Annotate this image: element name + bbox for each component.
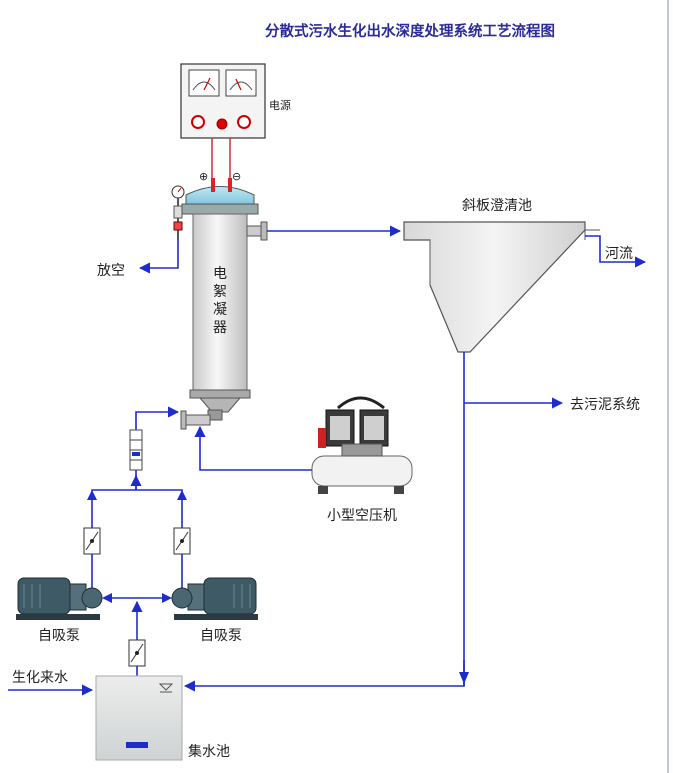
diagram-title: 分散式污水生化出水深度处理系统工艺流程图 bbox=[265, 22, 555, 40]
power-switch-icon bbox=[216, 118, 228, 130]
voltmeter-icon bbox=[188, 69, 220, 97]
electro-coagulator-vessel bbox=[180, 178, 268, 430]
self-priming-pump-right bbox=[171, 577, 258, 620]
coagulator-label-char: 絮 bbox=[213, 283, 227, 300]
compressor-label: 小型空压机 bbox=[327, 508, 397, 524]
return-to-tank-line bbox=[183, 660, 465, 692]
influent-label: 生化来水 bbox=[12, 670, 68, 686]
pump-right-label: 自吸泵 bbox=[200, 628, 242, 644]
to-river-line bbox=[585, 235, 647, 268]
valve-icon bbox=[83, 527, 101, 555]
sludge-label: 去污泥系统 bbox=[570, 397, 640, 413]
pump-discharge-header bbox=[91, 489, 183, 590]
coagulator-label-char: 凝 bbox=[213, 302, 227, 318]
inclined-plate-clarifier bbox=[403, 221, 600, 353]
air-supply-line bbox=[194, 425, 312, 471]
electrode-icon bbox=[228, 178, 232, 192]
clarifier-label: 斜板澄清池 bbox=[462, 198, 532, 214]
river-label: 河流 bbox=[605, 246, 633, 262]
coagulator-label-char: 器 bbox=[213, 320, 227, 336]
pump-left-label: 自吸泵 bbox=[38, 628, 80, 644]
power-minus-label: ⊖ bbox=[232, 170, 241, 183]
flowmeter-icon bbox=[129, 429, 143, 471]
coagulator-label-char: 电 bbox=[213, 266, 227, 282]
knob-icon bbox=[237, 115, 251, 129]
power-plus-label: ⊕ bbox=[199, 170, 208, 183]
suction-arrow-left-icon bbox=[102, 593, 112, 603]
air-compressor bbox=[311, 396, 413, 494]
valve-icon bbox=[173, 527, 191, 555]
vent-label: 放空 bbox=[97, 263, 125, 279]
tank-label: 集水池 bbox=[188, 743, 230, 760]
knob-icon bbox=[191, 115, 205, 129]
power-label: 电源 bbox=[269, 98, 291, 112]
power-panel bbox=[180, 63, 266, 139]
discharge-arrow-icon bbox=[177, 490, 187, 500]
suction-arrow-right-icon bbox=[162, 593, 172, 603]
coagulator-label-group: 电 絮 凝 器 bbox=[213, 266, 227, 336]
return-down-arrow-icon bbox=[459, 672, 469, 684]
valve-icon bbox=[128, 639, 146, 667]
discharge-arrow-icon bbox=[87, 490, 97, 500]
electrode-icon bbox=[211, 178, 215, 192]
collection-tank bbox=[95, 675, 183, 761]
self-priming-pump-left bbox=[16, 577, 103, 620]
ammeter-icon bbox=[225, 69, 257, 97]
vent-flow-line bbox=[138, 240, 179, 274]
pressure-gauge-icon bbox=[171, 185, 185, 240]
